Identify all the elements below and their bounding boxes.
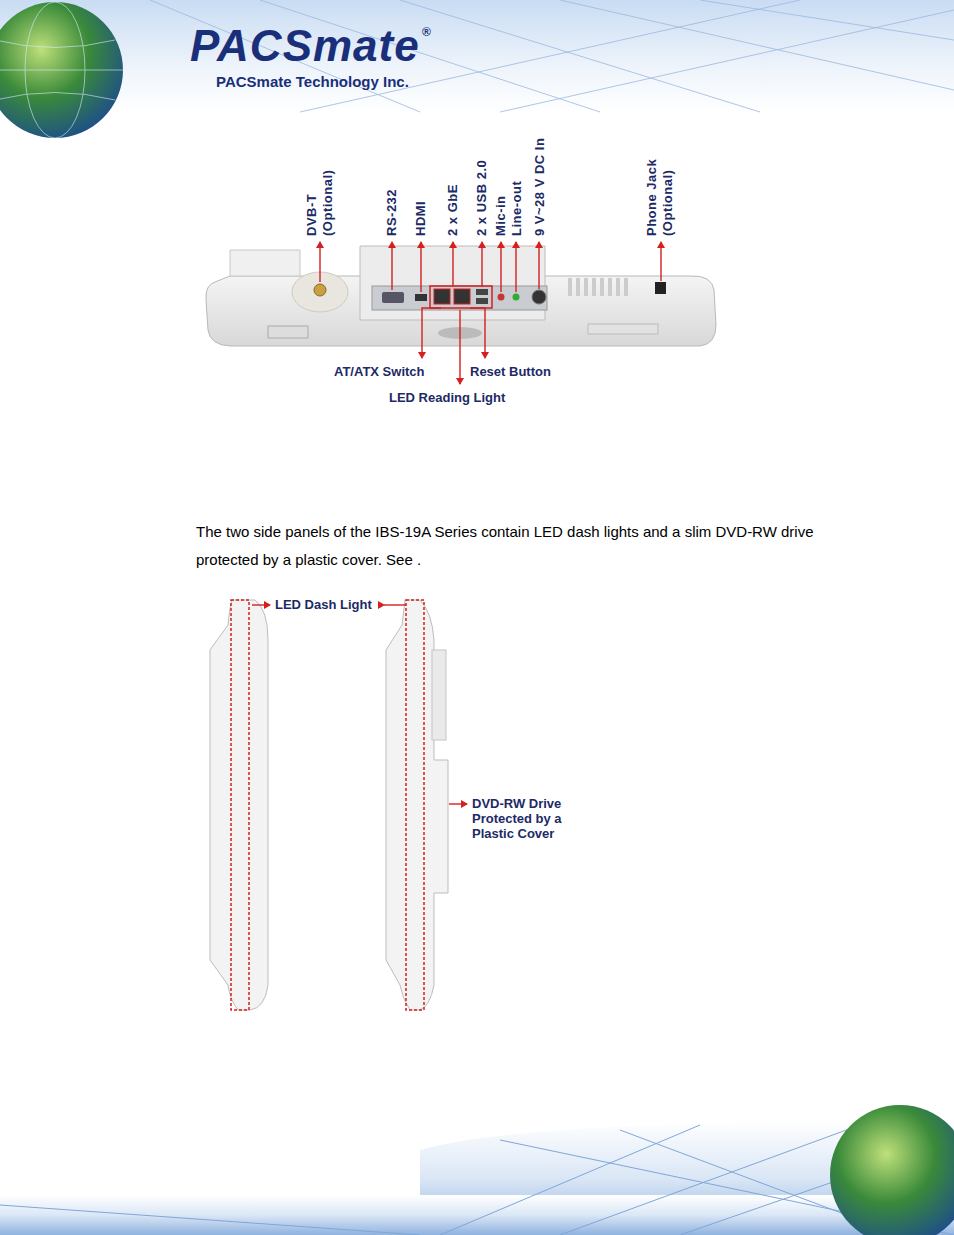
port-label: Phone Jack (Optional) xyxy=(644,146,676,236)
hdmi-port xyxy=(415,294,427,301)
slot xyxy=(588,324,658,334)
lan-port xyxy=(434,289,450,304)
port-label: Mic-in xyxy=(493,116,509,236)
usb-front xyxy=(268,326,308,338)
usb-port xyxy=(476,298,488,304)
device-top-left xyxy=(230,250,300,276)
header-globe xyxy=(0,2,123,138)
company-name: PACSmate Technology Inc. xyxy=(216,73,409,91)
side-leaders xyxy=(252,605,467,804)
registered-mark: ® xyxy=(422,24,431,40)
footer-globe xyxy=(830,1105,954,1235)
lineout-jack xyxy=(513,294,520,301)
feature-label: LED Dash Light xyxy=(275,597,372,613)
port-label: DVB-T (Optional) xyxy=(304,154,336,236)
port-label: 2 x USB 2.0 xyxy=(474,116,490,236)
mic-jack xyxy=(498,294,505,301)
rs232-port xyxy=(382,292,404,303)
port-label: Line-out xyxy=(509,116,525,236)
port-label: 9 V~28 V DC In xyxy=(532,106,548,236)
port-label: HDMI xyxy=(413,116,429,236)
control-label: AT/ATX Switch xyxy=(334,364,425,380)
vent-slots xyxy=(568,278,628,296)
lan-port xyxy=(454,289,470,304)
callout-box xyxy=(430,286,492,308)
body-paragraph: The two side panels of the IBS-19A Serie… xyxy=(196,518,824,574)
leader-arrows xyxy=(320,242,661,384)
dvbt-connector xyxy=(314,284,326,296)
logo-wordmark: PACSmate xyxy=(190,22,420,70)
dc-jack xyxy=(532,290,546,304)
header-lines xyxy=(150,0,954,112)
footer-lines xyxy=(0,1125,954,1235)
phone-jack xyxy=(655,282,666,294)
globe-grid xyxy=(0,2,123,138)
led-dash-highlight xyxy=(231,600,249,1010)
control-label: Reset Button xyxy=(470,364,551,380)
port-label: RS-232 xyxy=(384,116,400,236)
right-side-panel xyxy=(386,600,448,1010)
header-band xyxy=(0,0,954,112)
side-bulge xyxy=(432,650,446,740)
feature-label: DVD-RW Drive Protected by a Plastic Cove… xyxy=(472,796,580,841)
port-label: 2 x GbE xyxy=(445,116,461,236)
left-side-panel xyxy=(210,600,268,1010)
usb-port xyxy=(476,289,488,295)
io-plate xyxy=(372,286,547,310)
control-label: LED Reading Light xyxy=(389,390,505,406)
led-dash-highlight xyxy=(406,600,424,1010)
